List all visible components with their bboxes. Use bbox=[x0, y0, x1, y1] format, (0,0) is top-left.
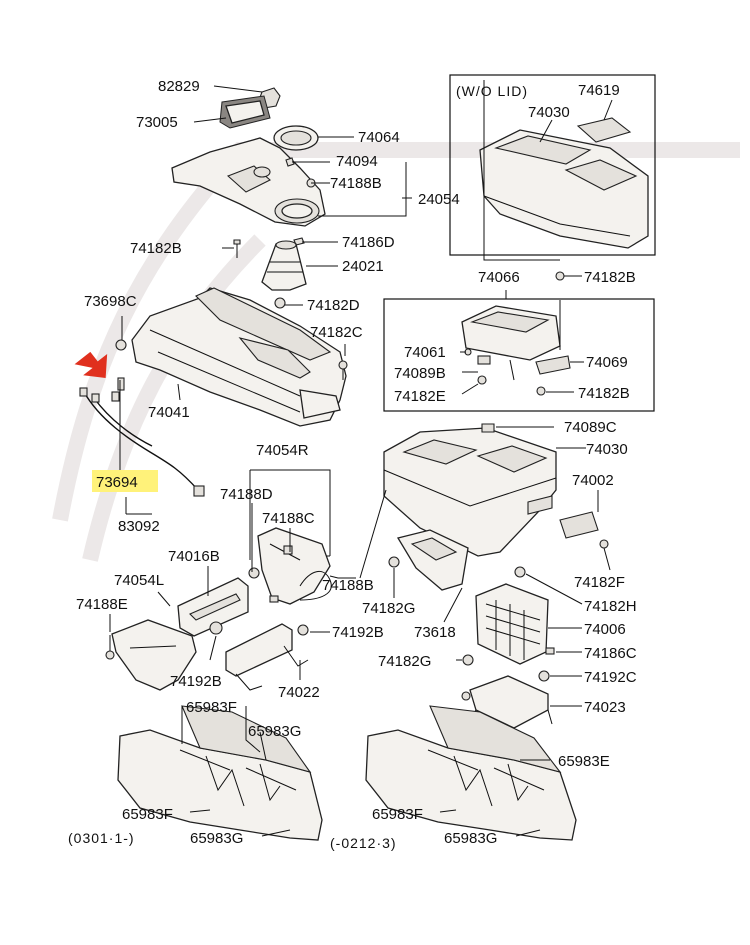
label-74069: 74069 bbox=[586, 354, 628, 371]
label-65983F-left: 65983F bbox=[122, 806, 173, 823]
label-65983F-top: 65983F bbox=[186, 699, 237, 716]
lidless-console-74030 bbox=[479, 117, 649, 249]
label-74089B: 74089B bbox=[394, 365, 446, 382]
label-24054: 24054 bbox=[418, 191, 460, 208]
label-74186D: 74186D bbox=[342, 234, 395, 251]
label-74182H: 74182H bbox=[584, 598, 637, 615]
label-65983G-right: 65983G bbox=[444, 830, 497, 847]
label-74182B-top-right: 74182B bbox=[584, 269, 636, 286]
label-74030-lower: 74030 bbox=[586, 441, 628, 458]
label-65983E: 65983E bbox=[558, 753, 610, 770]
label-variant-right: (-0212·3) bbox=[330, 835, 397, 851]
mid-left-parts bbox=[105, 527, 332, 691]
label-73698C: 73698C bbox=[84, 293, 137, 310]
bottom-right-trays bbox=[365, 705, 577, 841]
bottom-left-trays bbox=[117, 705, 323, 841]
label-74182E: 74182E bbox=[394, 388, 446, 405]
label-74030-top: 74030 bbox=[528, 104, 570, 121]
label-73694: 73694 bbox=[96, 474, 138, 491]
screw-74182B bbox=[555, 271, 565, 281]
label-74054R: 74054R bbox=[256, 442, 309, 459]
label-74188C: 74188C bbox=[262, 510, 315, 527]
label-74066: 74066 bbox=[478, 269, 520, 286]
wo-lid-box bbox=[449, 74, 656, 256]
label-74619: 74619 bbox=[578, 82, 620, 99]
label-74186C: 74186C bbox=[584, 645, 637, 662]
wire-harness-73694 bbox=[79, 377, 205, 515]
label-74192B-right: 74192B bbox=[332, 624, 384, 641]
label-74192B-left: 74192B bbox=[170, 673, 222, 690]
label-74182C: 74182C bbox=[310, 324, 363, 341]
label-74182B-lid: 74182B bbox=[578, 385, 630, 402]
label-74023: 74023 bbox=[584, 699, 626, 716]
label-74089C: 74089C bbox=[564, 419, 617, 436]
red-arrow-icon bbox=[74, 351, 108, 378]
lid-assembly-box bbox=[383, 298, 655, 412]
leader-lines bbox=[109, 80, 613, 837]
label-74182B-left: 74182B bbox=[130, 240, 182, 257]
label-74094: 74094 bbox=[336, 153, 378, 170]
label-73618: 73618 bbox=[414, 624, 456, 641]
label-82829: 82829 bbox=[158, 78, 200, 95]
label-73005: 73005 bbox=[136, 114, 178, 131]
label-74041: 74041 bbox=[148, 404, 190, 421]
label-74054L: 74054L bbox=[114, 572, 164, 589]
label-74016B: 74016B bbox=[168, 548, 220, 565]
part-labels: (W/O LID) 82829 73005 74064 74094 74188B… bbox=[68, 78, 637, 851]
label-74002: 74002 bbox=[572, 472, 614, 489]
label-74182G-lower: 74182G bbox=[378, 653, 431, 670]
lower-console-74030 bbox=[383, 423, 609, 729]
label-24021: 24021 bbox=[342, 258, 384, 275]
label-74192C: 74192C bbox=[584, 669, 637, 686]
label-74182G-upper: 74182G bbox=[362, 600, 415, 617]
highlight-73694 bbox=[92, 470, 158, 492]
label-65983G-top: 65983G bbox=[248, 723, 301, 740]
top-cover-assembly bbox=[171, 87, 326, 291]
label-65983F-right: 65983F bbox=[372, 806, 423, 823]
label-74182D: 74182D bbox=[307, 297, 360, 314]
label-74188E: 74188E bbox=[76, 596, 128, 613]
label-74188B-mid: 74188B bbox=[322, 577, 374, 594]
label-65983G-left: 65983G bbox=[190, 830, 243, 847]
label-74188B-top: 74188B bbox=[330, 175, 382, 192]
label-variant-left: (0301·1-) bbox=[68, 830, 135, 846]
main-console-74041 bbox=[115, 287, 348, 427]
label-74006: 74006 bbox=[584, 621, 626, 638]
label-74188D: 74188D bbox=[220, 486, 273, 503]
label-74022: 74022 bbox=[278, 684, 320, 701]
label-74182F: 74182F bbox=[574, 574, 625, 591]
label-74061: 74061 bbox=[404, 344, 446, 361]
label-wo-lid: (W/O LID) bbox=[456, 83, 528, 99]
lid-74066 bbox=[461, 305, 571, 396]
label-83092: 83092 bbox=[118, 518, 160, 535]
label-74064: 74064 bbox=[358, 129, 400, 146]
